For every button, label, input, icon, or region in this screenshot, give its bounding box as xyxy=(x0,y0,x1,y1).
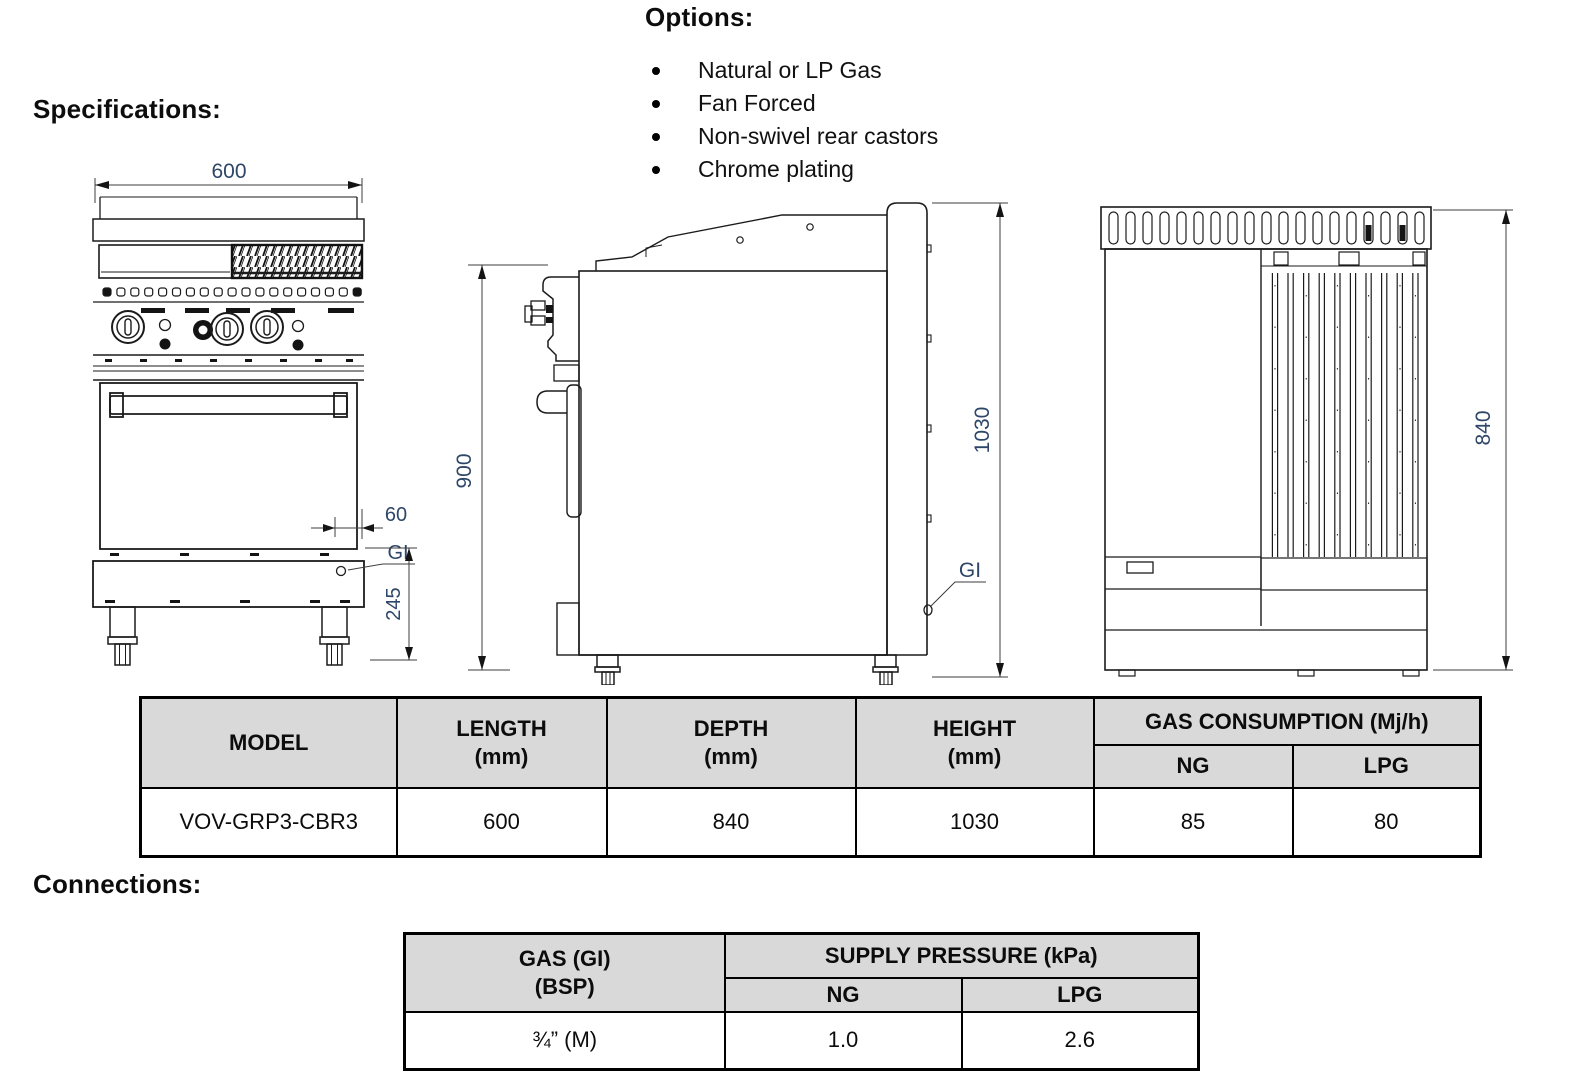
option-text: Fan Forced xyxy=(698,90,816,116)
list-item: Natural or LP Gas xyxy=(645,54,938,87)
list-item: Fan Forced xyxy=(645,87,938,120)
front-view-drawing: 600 xyxy=(92,160,417,666)
list-item: Chrome plating xyxy=(645,153,938,186)
col-header-gas-consumption: GAS CONSUMPTION (Mj/h) xyxy=(1092,696,1482,746)
legs xyxy=(107,606,350,666)
cell-length: 600 xyxy=(395,786,608,858)
col-header-gas-bsp: GAS (GI)(BSP) xyxy=(403,932,726,1013)
options-heading: Options: xyxy=(645,2,754,32)
connections-heading: Connections: xyxy=(33,869,202,899)
col-header-supply-pressure: SUPPLY PRESSURE (kPa) xyxy=(723,932,1200,979)
specifications-heading: Specifications: xyxy=(33,94,221,124)
option-text: Non-swivel rear castors xyxy=(698,123,939,149)
connections-table: GAS (GI)(BSP) SUPPLY PRESSURE (kPa) NG L… xyxy=(403,932,1201,1071)
side-view-drawing: 900 xyxy=(453,202,1008,685)
cell-gas-size: ¾” (M) xyxy=(403,1010,726,1071)
side-body-height-dim-label: 900 xyxy=(453,453,476,488)
col-header-ng: NG xyxy=(723,976,963,1013)
col-header-length: LENGTH(mm) xyxy=(395,696,608,789)
col-header-height: HEIGHT(mm) xyxy=(854,696,1095,789)
bullet-icon xyxy=(652,166,660,174)
cell-height: 1030 xyxy=(854,786,1095,858)
rear-depth-dim-label: 840 xyxy=(1472,410,1495,445)
col-header-model: MODEL xyxy=(139,696,398,789)
cell-ng: 85 xyxy=(1092,786,1294,858)
list-item: Non-swivel rear castors xyxy=(645,120,938,153)
col-header-lpg: LPG xyxy=(1291,743,1482,789)
bullet-icon xyxy=(652,100,660,108)
front-offset-dim-label: 60 xyxy=(385,504,407,526)
col-header-ng: NG xyxy=(1092,743,1294,789)
bullet-icon xyxy=(652,133,660,141)
options-list: Natural or LP Gas Fan Forced Non-swivel … xyxy=(645,54,938,186)
side-total-height-dim-label: 1030 xyxy=(971,407,994,454)
col-header-lpg: LPG xyxy=(960,976,1200,1013)
legs xyxy=(594,654,899,685)
front-base-height-dim-label: 245 xyxy=(383,587,405,620)
bullet-icon xyxy=(652,67,660,75)
cell-lpg: 80 xyxy=(1291,786,1482,858)
option-text: Natural or LP Gas xyxy=(698,57,882,83)
specifications-table: MODEL LENGTH(mm) DEPTH(mm) HEIGHT(mm) GA… xyxy=(139,696,1483,858)
col-header-depth: DEPTH(mm) xyxy=(605,696,857,789)
cell-depth: 840 xyxy=(605,786,857,858)
table-row: ¾” (M) 1.0 2.6 xyxy=(403,1010,1200,1071)
option-text: Chrome plating xyxy=(698,156,854,182)
cell-ng-pressure: 1.0 xyxy=(723,1010,963,1071)
front-width-dim-label: 600 xyxy=(211,160,246,183)
cell-model: VOV-GRP3-CBR3 xyxy=(139,786,398,858)
cell-lpg-pressure: 2.6 xyxy=(960,1010,1200,1071)
control-knobs xyxy=(111,310,305,351)
side-gas-inlet-label: GI xyxy=(959,559,981,582)
table-row: VOV-GRP3-CBR3 600 840 1030 85 80 xyxy=(139,786,1482,858)
rear-view-drawing: 840 xyxy=(1100,206,1513,677)
